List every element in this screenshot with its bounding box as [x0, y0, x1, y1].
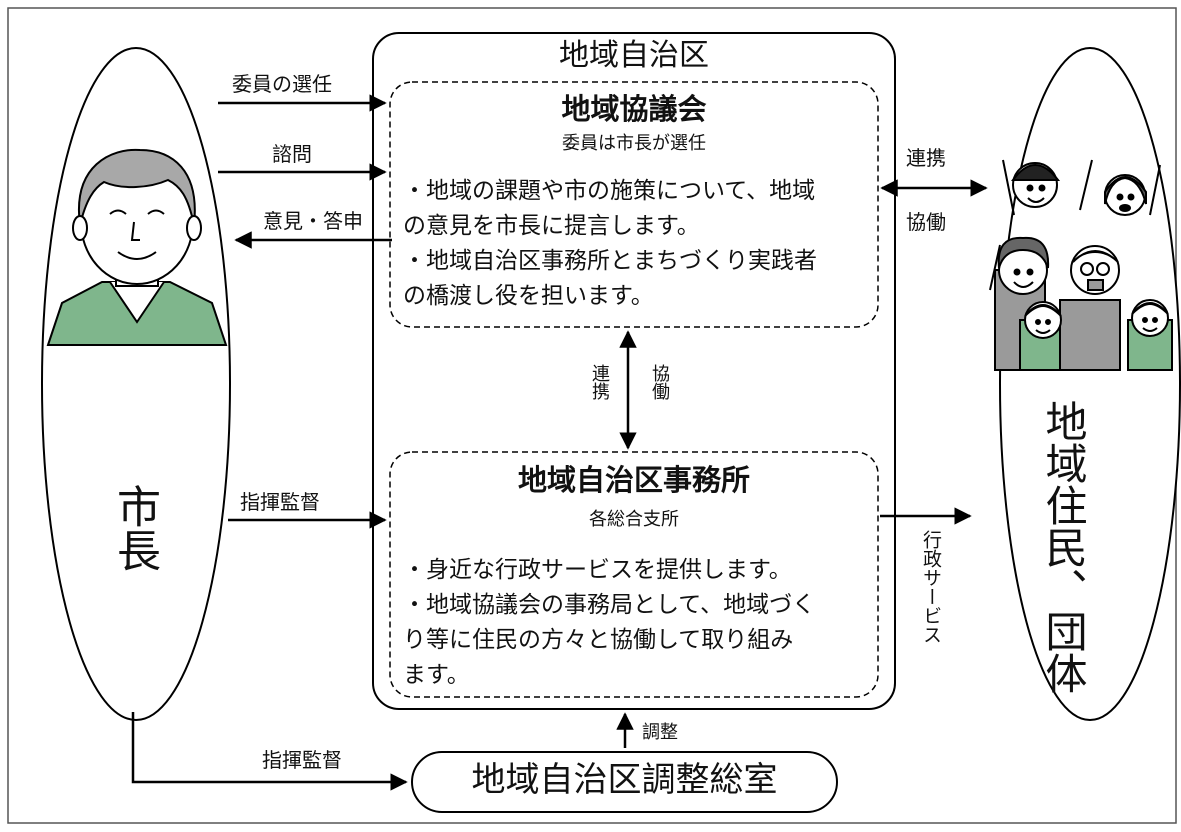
- office-line-1: ・身近な行政サービスを提供します。: [403, 557, 792, 583]
- council-line-2: の意見を市長に提言します。: [403, 213, 700, 239]
- residents-ellipse: [999, 47, 1181, 721]
- mayor-ellipse: [41, 47, 231, 721]
- residents-label: 地域住民、団体: [1039, 400, 1088, 694]
- office-title: 地域自治区事務所: [517, 463, 750, 497]
- arrow-supervise-coord: [131, 712, 408, 791]
- council-title: 地域協議会: [561, 92, 707, 126]
- office-line-4: ます。: [403, 662, 470, 688]
- service-label: 行政サービス: [920, 530, 942, 644]
- office-box: [389, 451, 879, 698]
- consult-label: 諮問: [272, 142, 312, 166]
- coordination-label: 地域自治区調整総室: [471, 760, 778, 800]
- resident-link-label: 連携: [906, 146, 946, 170]
- office-line-3: り等に住民の方々と協働して取り組み: [403, 627, 794, 653]
- coordination-pill: [411, 751, 838, 813]
- council-subtitle: 委員は市長が選任: [562, 133, 706, 154]
- supervise-office-label: 指揮監督: [240, 490, 320, 514]
- council-box: [389, 81, 879, 328]
- council-line-1: ・地域の課題や市の施策について、地域: [403, 178, 816, 204]
- supervise-coord-label: 指揮監督: [262, 748, 342, 772]
- appoint-label: 委員の選任: [232, 72, 332, 96]
- council-line-3: ・地域自治区事務所とまちづくり実践者: [403, 248, 817, 274]
- resident-collab-label: 協働: [906, 210, 946, 234]
- council-office-collab-label: 協働: [649, 364, 670, 400]
- region-title: 地域自治区: [559, 38, 709, 73]
- residents-crowd-illustration: [989, 159, 1173, 371]
- office-subtitle: 各総合支所: [589, 509, 679, 530]
- mayor-illustration: [46, 148, 228, 346]
- adjust-label: 調整: [642, 722, 678, 743]
- office-description: ・身近な行政サービスを提供します。 ・地域協議会の事務局として、地域づく り等に…: [403, 553, 815, 693]
- opinion-label: 意見・答申: [263, 209, 363, 233]
- office-line-2: ・地域協議会の事務局として、地域づく: [403, 592, 816, 618]
- council-office-link-label: 連携: [589, 364, 610, 400]
- council-line-4: の橋渡し役を担います。: [403, 283, 654, 309]
- council-description: ・地域の課題や市の施策について、地域 の意見を市長に提言します。 ・地域自治区事…: [403, 174, 817, 314]
- mayor-label: 市長: [109, 484, 160, 572]
